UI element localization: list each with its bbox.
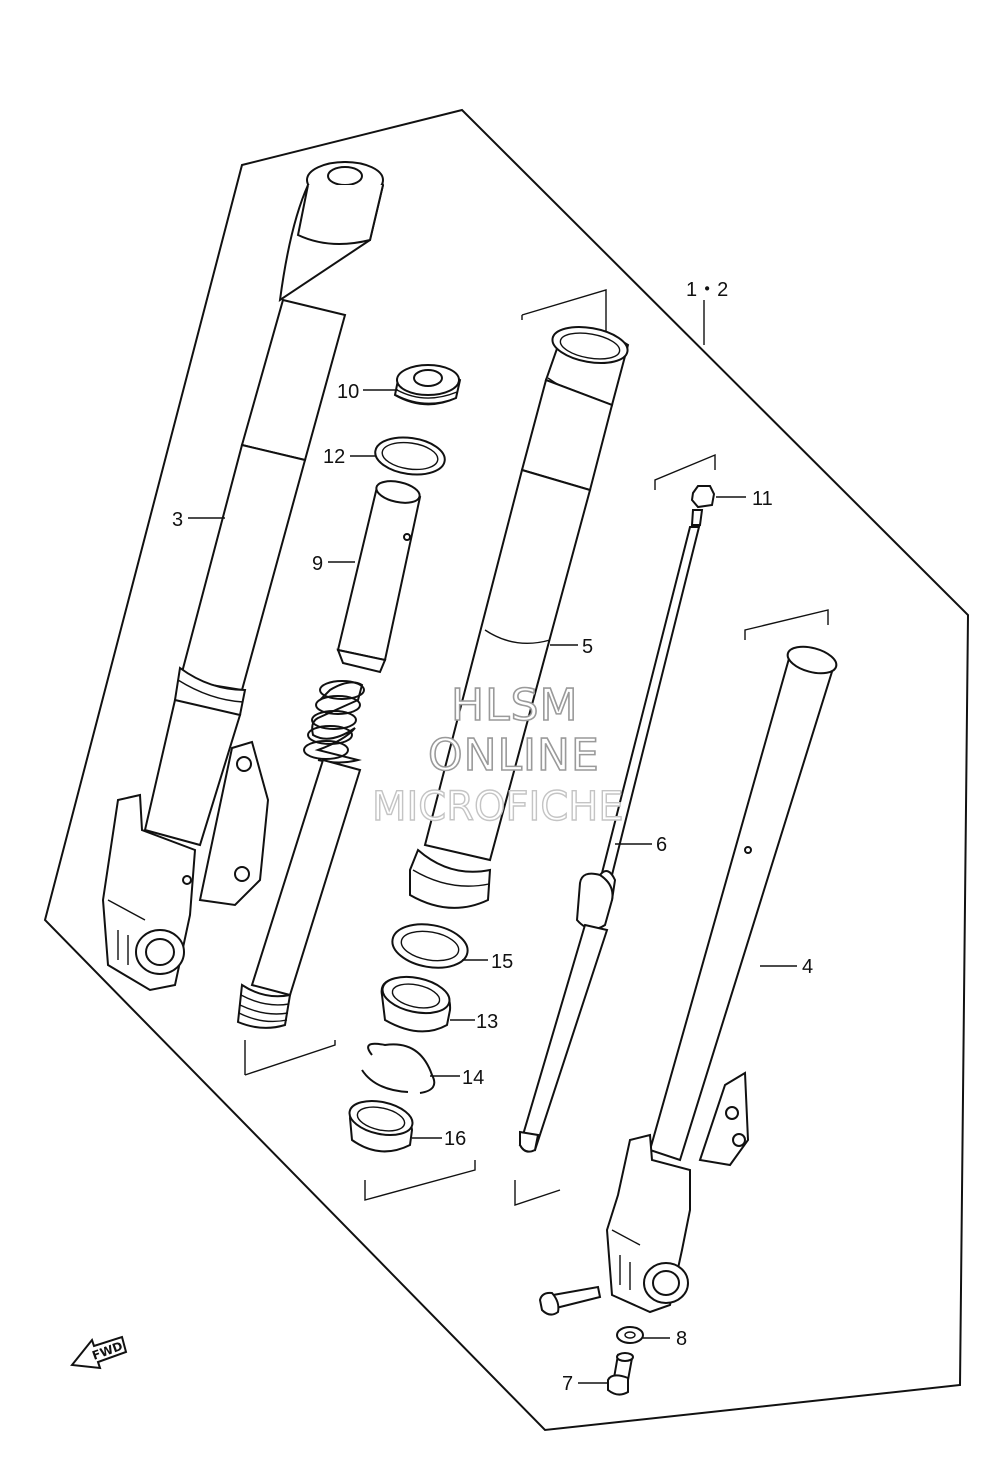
damper-group-outline — [514, 453, 716, 1206]
part-6-damper-rod[interactable] — [518, 509, 704, 1153]
part-8-washer[interactable] — [616, 1326, 644, 1344]
callout-5: 5 — [582, 636, 593, 658]
callout-10: 10 — [337, 381, 359, 403]
watermark-line-1: HLSM — [451, 680, 579, 731]
part-9-spacer[interactable] — [336, 478, 422, 674]
callout-12: 12 — [323, 446, 345, 468]
part-10-fork-cap-bolt[interactable] — [393, 364, 462, 406]
part-4-outer-tube-right[interactable] — [605, 642, 839, 1314]
callout-3: 3 — [172, 509, 183, 531]
spring-group-outline — [244, 1040, 336, 1076]
callout-9: 9 — [312, 553, 323, 575]
callout-7: 7 — [562, 1373, 573, 1395]
callout-14: 14 — [462, 1067, 484, 1089]
part-13-oil-seal[interactable] — [379, 971, 453, 1033]
part-16-slide-bushing[interactable] — [346, 1096, 415, 1153]
callout-4: 4 — [802, 956, 813, 978]
outer-tube-group-outline — [744, 609, 829, 640]
part-15-dust-seal[interactable] — [389, 919, 471, 974]
callout-13: 13 — [476, 1011, 498, 1033]
fwd-arrow-icon: FWD — [70, 1335, 128, 1370]
assembly-outline — [43, 108, 970, 1432]
part-12-o-ring[interactable] — [373, 433, 447, 478]
callout-16: 16 — [444, 1128, 466, 1150]
inner-tube-group-outline — [364, 289, 607, 1201]
callout-6: 6 — [656, 834, 667, 856]
watermark-line-3: MICROFICHE — [372, 784, 624, 830]
axle-pinch-bolt[interactable] — [538, 1285, 602, 1316]
leader-lines — [188, 300, 797, 1384]
fork-spring[interactable] — [236, 680, 365, 1029]
callout-11: 11 — [752, 488, 773, 510]
callout-1-2: 1・2 — [686, 279, 728, 301]
watermark: HLSM ONLINE MICROFICHE — [371, 679, 624, 831]
watermark-line-2: ONLINE — [428, 730, 600, 781]
callout-15: 15 — [491, 951, 513, 973]
callout-8: 8 — [676, 1328, 687, 1350]
part-11-nut[interactable] — [690, 485, 716, 509]
part-14-circlip[interactable] — [361, 1042, 436, 1094]
part-5-inner-tube[interactable] — [409, 322, 630, 909]
fork-assembly-left[interactable] — [101, 160, 385, 992]
part-7-bolt[interactable] — [607, 1352, 634, 1396]
